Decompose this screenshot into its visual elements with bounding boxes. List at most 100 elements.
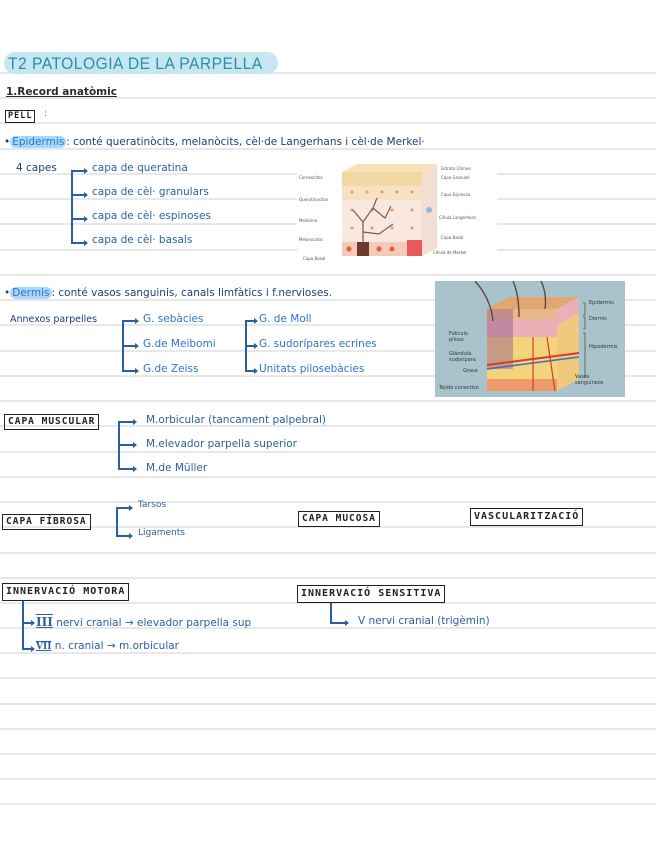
dermis-keyword: Dermis [10, 287, 52, 299]
rule-line [0, 425, 656, 427]
arrow-icon [22, 646, 35, 652]
skin-cross-section-illustration [474, 280, 586, 392]
figure-label: Tejido conectivo [439, 385, 480, 391]
arrow-icon [245, 368, 258, 374]
rule-line [0, 627, 656, 629]
rule-line [0, 728, 656, 730]
roman-numeral: III [36, 615, 53, 629]
muscle-item: M.orbicular (tancament palpebral) [146, 414, 327, 426]
figure-label: Corneocitos [299, 175, 323, 180]
title-highlight [4, 52, 278, 74]
rule-line [0, 299, 656, 301]
annex-item: Unitats pilosebàcies [259, 363, 365, 375]
annex-item: G.de Meibomi [143, 338, 216, 350]
rule-line [0, 476, 656, 478]
innervacio-motora-label: INNERVACIÓ MOTORA [2, 583, 130, 601]
figure-label: Queratinocitos [299, 197, 329, 202]
arrow-icon [122, 368, 139, 374]
figure-label: Melanina [299, 218, 318, 223]
rule-line [0, 451, 656, 453]
motor-nerve-item: VII n. cranial → m.orbicular [36, 640, 179, 652]
capa-mucosa-label: CAPA MUCOSA [298, 511, 380, 527]
rule-line [0, 703, 656, 705]
rule-line [0, 97, 656, 99]
rule-line [0, 803, 656, 805]
figure-label: Glándula sudorípara [449, 351, 476, 363]
annex-item: G. de Moll [259, 313, 312, 325]
roman-numeral: VII [36, 642, 52, 652]
arrow-icon [330, 620, 349, 626]
epidermis-text: : conté queratinòcits, melanòcits, cèl·d… [66, 136, 425, 148]
skin-layers-illustration [342, 164, 437, 256]
layers-label: 4 capes [16, 162, 57, 174]
annexes-label: Annexos parpelles [10, 314, 98, 325]
annex-item: G. sudorípares ecrines [259, 338, 377, 350]
arrow-icon [116, 533, 133, 539]
layer-item: capa de queratina [92, 162, 188, 174]
figure-label: Epidermis [589, 300, 614, 306]
rule-line [0, 677, 656, 679]
sensory-nerve-item: V nervi cranial (trigèmin) [358, 615, 490, 627]
figure-label: Célula Langerhans [439, 215, 477, 220]
rule-line [0, 602, 656, 604]
fibrosa-bracket [116, 508, 118, 536]
epidermis-diagram: Corneocitos Queratinocitos Melanina Mela… [297, 162, 497, 262]
annex-item: G. sebàcies [143, 313, 204, 325]
rule-line [0, 753, 656, 755]
annex-item: G.de Zeiss [143, 363, 199, 375]
arrow-icon [118, 466, 137, 472]
section-heading: 1.Record anatòmic [6, 86, 117, 98]
rule-line [0, 274, 656, 276]
arrow-icon [71, 240, 88, 246]
capa-muscular-label: CAPA MUSCULAR [4, 414, 100, 430]
arrow-icon [116, 505, 133, 511]
rule-line [0, 72, 656, 74]
pell-label: PELL [5, 110, 36, 123]
arrow-icon [118, 442, 137, 448]
muscle-item: M.de Müller [146, 462, 208, 474]
figure-label: Capa Granular [441, 175, 470, 180]
arrow-icon [71, 216, 88, 222]
layer-item: capa de cèl· granulars [92, 186, 209, 198]
figure-label: Estrato Córneo [441, 166, 471, 171]
rule-line [0, 324, 656, 326]
fibrosa-item: Ligaments [138, 528, 185, 538]
layer-item: capa de cèl· espinoses [92, 210, 211, 222]
motor-nerve-text: nervi cranial → elevador parpella sup [56, 617, 252, 629]
arrow-icon [71, 168, 88, 174]
motora-bracket [22, 601, 24, 649]
arrow-icon [245, 318, 258, 324]
rule-line [0, 122, 656, 124]
sensitiva-bracket [330, 603, 332, 623]
rule-line [0, 375, 656, 377]
arrow-icon [122, 318, 139, 324]
figure-label: Capa Basal [441, 235, 464, 240]
muscle-item: M.elevador parpella superior [146, 438, 297, 450]
rule-line [0, 552, 656, 554]
muscular-bracket [118, 422, 120, 470]
dermis-text: : conté vasos sanguinis, canals limfàtic… [51, 287, 333, 299]
dermis-diagram: Epidermis Dermis Hipodermis Vasos sanguí… [435, 280, 625, 397]
capa-fibrosa-label: CAPA FÍBROSA [2, 514, 91, 530]
rule-line [0, 526, 656, 528]
figure-label: Melanocitos [299, 237, 323, 242]
figure-label: Folículo piloso [449, 331, 468, 343]
rule-line [0, 778, 656, 780]
epidermis-line: •Epidermis: conté queratinòcits, melanòc… [4, 136, 425, 148]
arrow-icon [245, 343, 258, 349]
figure-label: Dermis [589, 316, 607, 322]
epidermis-keyword: Epidermis [10, 136, 67, 148]
bullet: • [4, 287, 11, 299]
page-title: T2 PATOLOGIA DE LA PARPELLA [8, 54, 263, 73]
fibrosa-item: Tarsos [138, 500, 167, 510]
figure-label: Vasos sanguíneos [575, 374, 604, 386]
rule-line [0, 501, 656, 503]
dermis-line: •Dermis: conté vasos sanguinis, canals l… [4, 287, 332, 299]
rule-line [0, 577, 656, 579]
rule-line [0, 350, 656, 352]
arrow-icon [22, 620, 35, 626]
rule-line [0, 400, 656, 402]
layers-bracket [71, 171, 73, 243]
figure-label: Grasa [463, 368, 478, 374]
arrow-icon [118, 419, 137, 425]
